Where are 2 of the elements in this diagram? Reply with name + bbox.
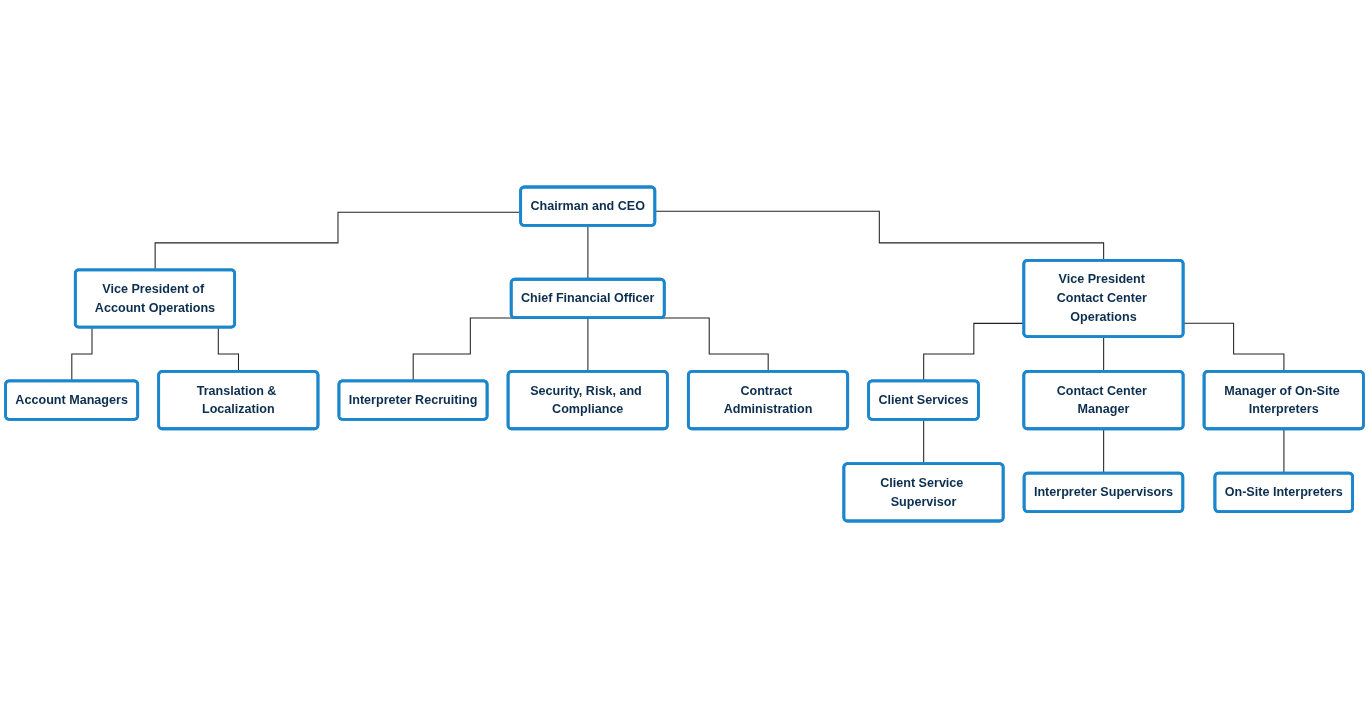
connector xyxy=(1103,428,1105,474)
connector xyxy=(1283,428,1285,474)
